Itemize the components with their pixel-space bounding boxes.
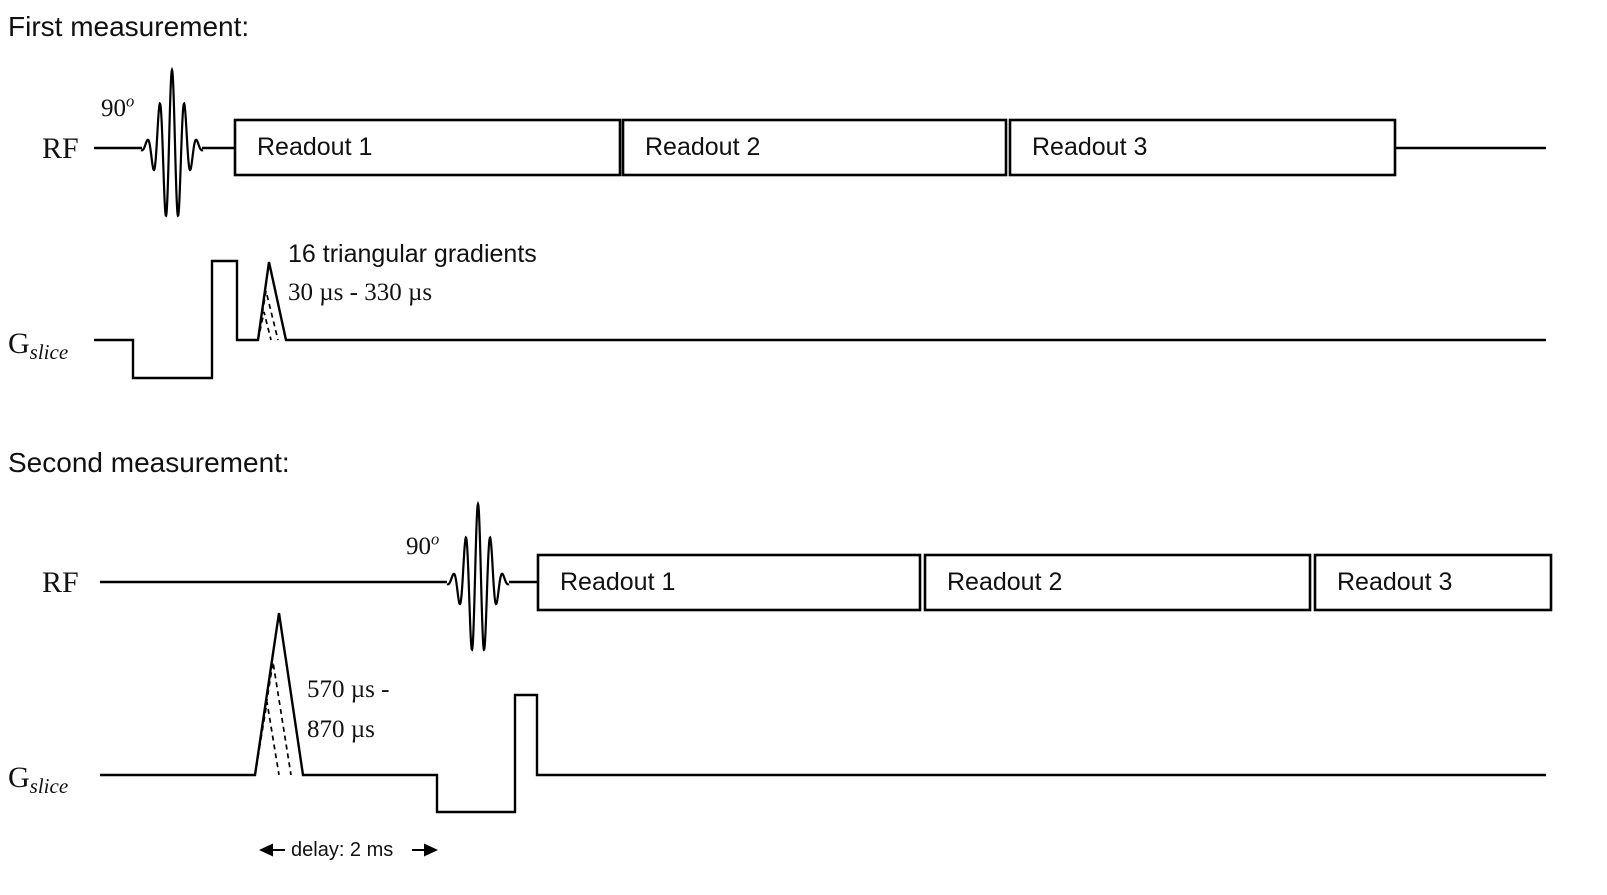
second-gradient-note-line1: 570 µs - bbox=[307, 676, 390, 703]
first-readout3-box bbox=[1008, 118, 1397, 177]
second-flip-angle-label: 90o bbox=[406, 531, 439, 560]
second-readout2-box bbox=[923, 553, 1312, 612]
first-readout2-box bbox=[621, 118, 1008, 177]
first-gradient-dashed-triangle-2 bbox=[257, 311, 272, 341]
first-readout2-label: Readout 2 bbox=[645, 133, 761, 161]
second-gslice-waveform bbox=[100, 612, 1546, 814]
first-gslice-axis-label: Gslice bbox=[8, 327, 68, 363]
second-readout2-label: Readout 2 bbox=[947, 568, 1063, 596]
first-gradient-note-line1: 16 triangular gradients bbox=[288, 240, 537, 268]
first-readout1-label: Readout 1 bbox=[257, 133, 373, 161]
second-gslice-subscript: slice bbox=[29, 773, 69, 798]
first-flip-angle-value: 90 bbox=[101, 95, 126, 122]
first-gradient-dashed-triangle-1 bbox=[257, 290, 279, 341]
first-gradient-note-line2: 30 µs - 330 µs bbox=[288, 279, 433, 306]
first-rf-pulse-waveform bbox=[140, 66, 204, 218]
second-gradient-note-line2: 870 µs bbox=[307, 716, 375, 743]
first-rf-axis-label: RF bbox=[42, 132, 79, 165]
second-flip-angle-value: 90 bbox=[406, 533, 431, 560]
first-gslice-main: G bbox=[8, 327, 30, 360]
second-gradient-dashed-triangle-2 bbox=[254, 701, 280, 776]
delay-arrow-left-head bbox=[259, 843, 273, 857]
second-gslice-main: G bbox=[8, 761, 30, 794]
delay-label: delay: 2 ms bbox=[291, 839, 394, 861]
second-measurement-shapes bbox=[100, 500, 1553, 857]
second-readout1-box bbox=[536, 553, 922, 612]
second-readout3-label: Readout 3 bbox=[1337, 568, 1453, 596]
delay-arrow-right-head bbox=[424, 843, 438, 857]
first-gslice-waveform bbox=[94, 259, 1546, 380]
first-flip-angle-superscript: o bbox=[126, 91, 135, 111]
first-measurement-title: First measurement: bbox=[8, 11, 250, 42]
first-readout3-label: Readout 3 bbox=[1032, 133, 1148, 161]
first-gslice-subscript: slice bbox=[29, 339, 69, 364]
second-flip-angle-superscript: o bbox=[431, 529, 440, 549]
second-readout1-label: Readout 1 bbox=[560, 568, 676, 596]
first-measurement-shapes bbox=[94, 66, 1546, 380]
second-gradient-dashed-triangle-1 bbox=[254, 661, 292, 776]
first-readout1-box bbox=[233, 118, 622, 177]
second-gslice-axis-label: Gslice bbox=[8, 761, 68, 797]
second-rf-axis-label: RF bbox=[42, 566, 79, 599]
first-flip-angle-label: 90o bbox=[101, 93, 134, 122]
second-rf-pulse-waveform bbox=[446, 500, 510, 652]
second-measurement-title: Second measurement: bbox=[8, 447, 290, 478]
second-readout3-box bbox=[1313, 553, 1553, 612]
